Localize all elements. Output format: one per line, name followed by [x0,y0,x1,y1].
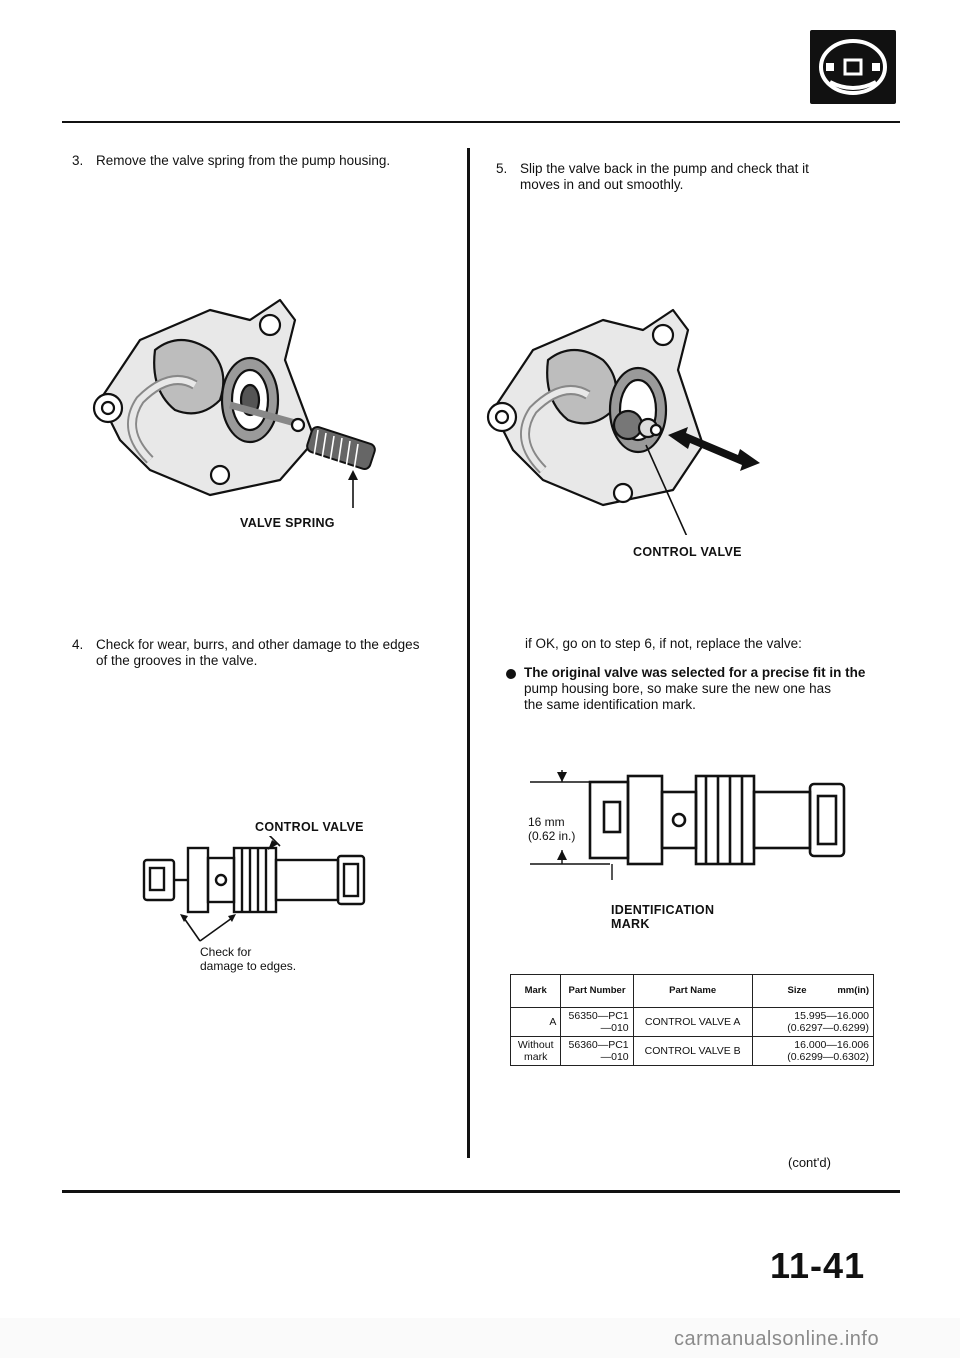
step-text-line-2: moves in and out smoothly. [520,177,684,192]
identification-mark-label: IDENTIFICATION MARK [611,903,714,931]
table-row: Without mark 56360—PC1 —010 CONTROL VALV… [509,1036,875,1066]
step-text-line-2: of the grooves in the valve. [96,653,258,668]
cell-part-number: 56350—PC1 —010 [560,1007,634,1037]
column-divider [467,148,470,1158]
dimension-line-1: 16 mm [528,815,565,829]
cell-size-line-1: 15.995—16.000 [794,1010,869,1022]
footer-rule [62,1190,900,1193]
dimension-label: 16 mm (0.62 in.) [528,815,575,843]
cell-size: 15.995—16.000 (0.6297—0.6299) [751,1007,875,1037]
cell-part-number-line-1: 56350—PC1 [568,1010,629,1022]
header-rule [62,121,900,123]
footer-watermark: carmanualsonline.info [674,1328,880,1350]
bullet-line-2: pump housing bore, so make sure the new … [524,681,831,696]
bullet-text: The original valve was selected for a pr… [524,665,894,713]
step-text-line-1: Check for wear, burrs, and other damage … [96,637,420,652]
step-number: 4. [72,637,84,652]
bullet-line-1: The original valve was selected for a pr… [524,665,866,680]
cell-size-line-1: 16.000—16.006 [794,1039,869,1051]
step-5: 5. Slip the valve back in the pump and c… [496,161,876,195]
col-size: Size mm(in) [751,974,875,1008]
footer-bar [0,1318,960,1358]
bullet-icon [506,669,516,679]
cell-mark: A [509,1007,562,1037]
identification-line-2: MARK [611,917,650,931]
cell-part-number-line-2: —010 [600,1051,629,1063]
bullet-line-3: the same identification mark. [524,697,696,712]
cell-mark-line-2: mark [524,1051,548,1063]
control-valve-label-right: CONTROL VALVE [633,545,742,559]
cell-part-name: CONTROL VALVE A [632,1007,753,1037]
step-number: 5. [496,161,508,176]
control-valve-label-left: CONTROL VALVE [255,820,364,834]
step-text-line-1: Slip the valve back in the pump and chec… [520,161,809,176]
cell-part-name: CONTROL VALVE B [632,1036,753,1066]
step-number: 3. [72,153,84,168]
cell-mark-line-1: Without [517,1039,554,1051]
table-row: A 56350—PC1 —010 CONTROL VALVE A 15.995—… [509,1007,875,1037]
continued-note: (cont'd) [788,1155,831,1170]
valve-spec-table: Mark Part Number Part Name Size mm(in) A… [509,974,875,1066]
col-size-unit: mm(in) [837,985,869,996]
check-for-note: Check for damage to edges. [200,945,296,973]
check-for-line-2: damage to edges. [200,959,297,973]
cell-size-line-2: (0.6299—0.6302) [787,1051,869,1063]
cell-part-number-line-2: —010 [600,1022,629,1034]
pump-housing-spring-illustration [92,298,376,508]
replacement-note: if OK, go on to step 6, if not, replace … [525,636,802,651]
control-valve-left-illustration [142,836,366,942]
cell-part-number-line-1: 56360—PC1 [568,1039,629,1051]
col-mark: Mark [509,974,562,1008]
identification-line-1: IDENTIFICATION [611,903,715,917]
check-for-line-1: Check for [200,945,252,959]
pump-housing-valve-illustration [486,308,760,535]
valve-spring-label: VALVE SPRING [240,516,335,530]
step-3: 3. Remove the valve spring from the pump… [72,153,452,171]
step-4: 4. Check for wear, burrs, and other dama… [72,637,452,671]
control-valve-right-illustration [530,770,846,880]
cell-mark-line: A [549,1016,557,1028]
cell-size-line-2: (0.6297—0.6299) [787,1022,869,1034]
table-header-row: Mark Part Number Part Name Size mm(in) [509,974,875,1008]
section-logo-icon [810,30,896,104]
cell-size: 16.000—16.006 (0.6299—0.6302) [751,1036,875,1066]
cell-part-number: 56360—PC1 —010 [560,1036,634,1066]
col-part-number: Part Number [560,974,634,1008]
page-number: 11-41 [770,1245,866,1286]
col-size-label: Size [787,985,807,996]
dimension-line-2: (0.62 in.) [528,829,576,843]
step-text: Remove the valve spring from the pump ho… [96,153,391,168]
cell-mark: Without mark [509,1036,562,1066]
col-part-name: Part Name [632,974,753,1008]
